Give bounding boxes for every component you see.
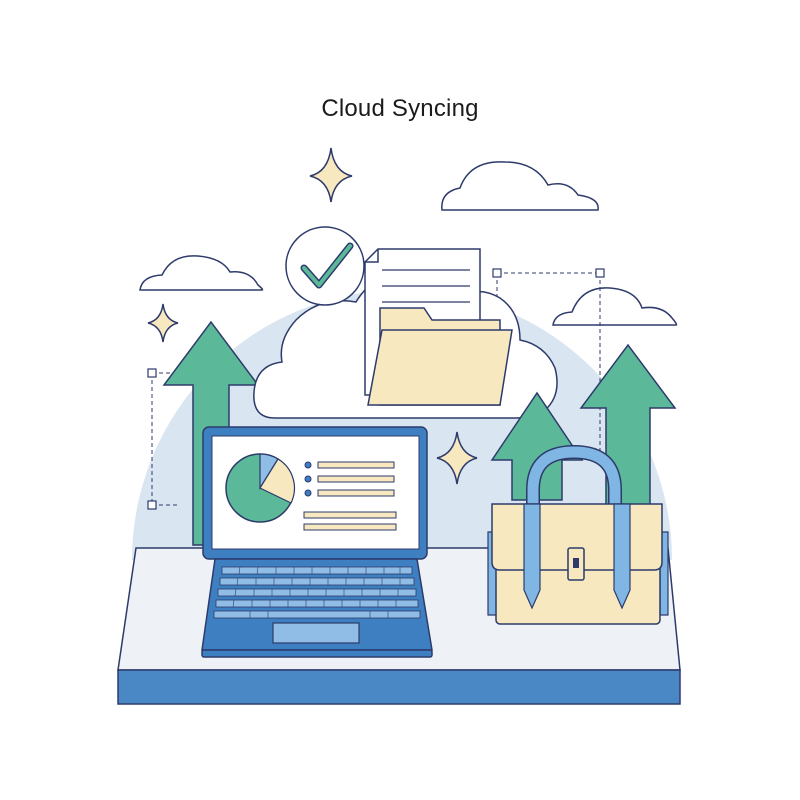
cloud-icon bbox=[139, 255, 264, 291]
list-lines bbox=[303, 461, 397, 531]
briefcase-icon bbox=[487, 444, 669, 625]
cloud-icon bbox=[441, 161, 599, 211]
pie-chart-icon bbox=[225, 453, 295, 523]
sparkle-icon bbox=[436, 431, 478, 485]
laptop-icon bbox=[201, 426, 433, 658]
connector-nodes bbox=[147, 268, 605, 510]
sparkle-icon bbox=[147, 303, 179, 343]
check-icon bbox=[285, 226, 365, 306]
folder-icon bbox=[367, 307, 513, 406]
page-title: Cloud Syncing bbox=[321, 95, 479, 122]
arrow-up-icon bbox=[490, 391, 584, 501]
arrow-up-icon bbox=[579, 343, 677, 506]
cloud-icon bbox=[552, 287, 678, 326]
sparkle-icon bbox=[309, 147, 353, 203]
keyboard bbox=[213, 566, 421, 619]
